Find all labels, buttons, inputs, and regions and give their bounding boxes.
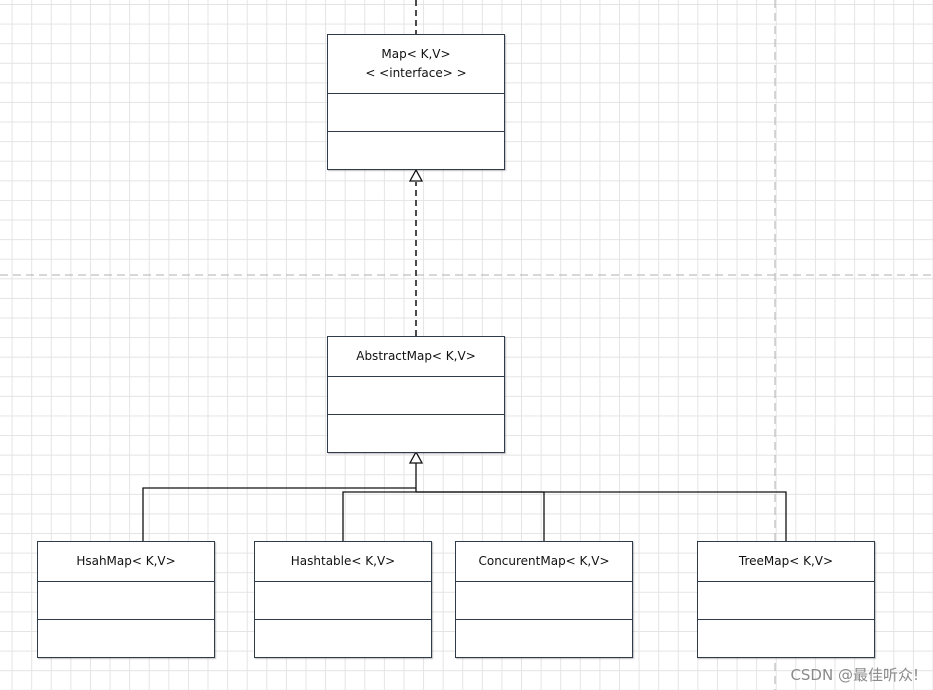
generalization-branch-hashmap[interactable] [142,487,416,541]
class-box-hashtable[interactable]: Hashtable< K,V> [254,541,432,658]
class-name-hashtable: Hashtable< K,V> [290,554,396,568]
methods-section-hashmap[interactable] [38,620,214,656]
attributes-section-treemap[interactable] [698,582,874,620]
generalization-branch-treemap[interactable] [416,491,787,541]
class-name-abstractmap: AbstractMap< K,V> [356,349,476,363]
attributes-section-abstractmap[interactable] [328,377,504,415]
generalization-branch-concurrent[interactable] [416,491,545,541]
class-box-hashmap[interactable]: HsahMap< K,V> [37,541,215,658]
class-name-hashmap: HsahMap< K,V> [76,554,176,568]
attributes-section-concurrentmap[interactable] [456,582,632,620]
attributes-section-hashtable[interactable] [255,582,431,620]
methods-section-treemap[interactable] [698,620,874,656]
class-name-concurrentmap: ConcurentMap< K,V> [478,554,610,568]
methods-section-hashtable[interactable] [255,620,431,656]
methods-section-abstractmap[interactable] [328,415,504,451]
class-box-map[interactable]: Map< K,V> < <interface> > [327,34,505,170]
class-name-treemap: TreeMap< K,V> [738,554,834,568]
class-name-map: Map< K,V> [381,47,451,61]
class-box-treemap[interactable]: TreeMap< K,V> [697,541,875,658]
watermark-text: CSDN @最佳听众! [790,666,919,684]
class-header-map: Map< K,V> < <interface> > [328,35,504,94]
class-stereotype-map: < <interface> > [365,66,467,80]
class-header-concurrentmap: ConcurentMap< K,V> [456,542,632,582]
attributes-section-map[interactable] [328,94,504,132]
methods-section-concurrentmap[interactable] [456,620,632,656]
methods-section-map[interactable] [328,132,504,168]
class-header-hashtable: Hashtable< K,V> [255,542,431,582]
class-header-abstractmap: AbstractMap< K,V> [328,337,504,377]
hollow-arrowhead-abstract [408,450,424,464]
class-box-abstractmap[interactable]: AbstractMap< K,V> [327,336,505,453]
generalization-branch-hashtable[interactable] [342,491,416,541]
class-box-concurrentmap[interactable]: ConcurentMap< K,V> [455,541,633,658]
class-header-treemap: TreeMap< K,V> [698,542,874,582]
class-header-hashmap: HsahMap< K,V> [38,542,214,582]
attributes-section-hashmap[interactable] [38,582,214,620]
hollow-arrowhead-map [408,168,424,182]
